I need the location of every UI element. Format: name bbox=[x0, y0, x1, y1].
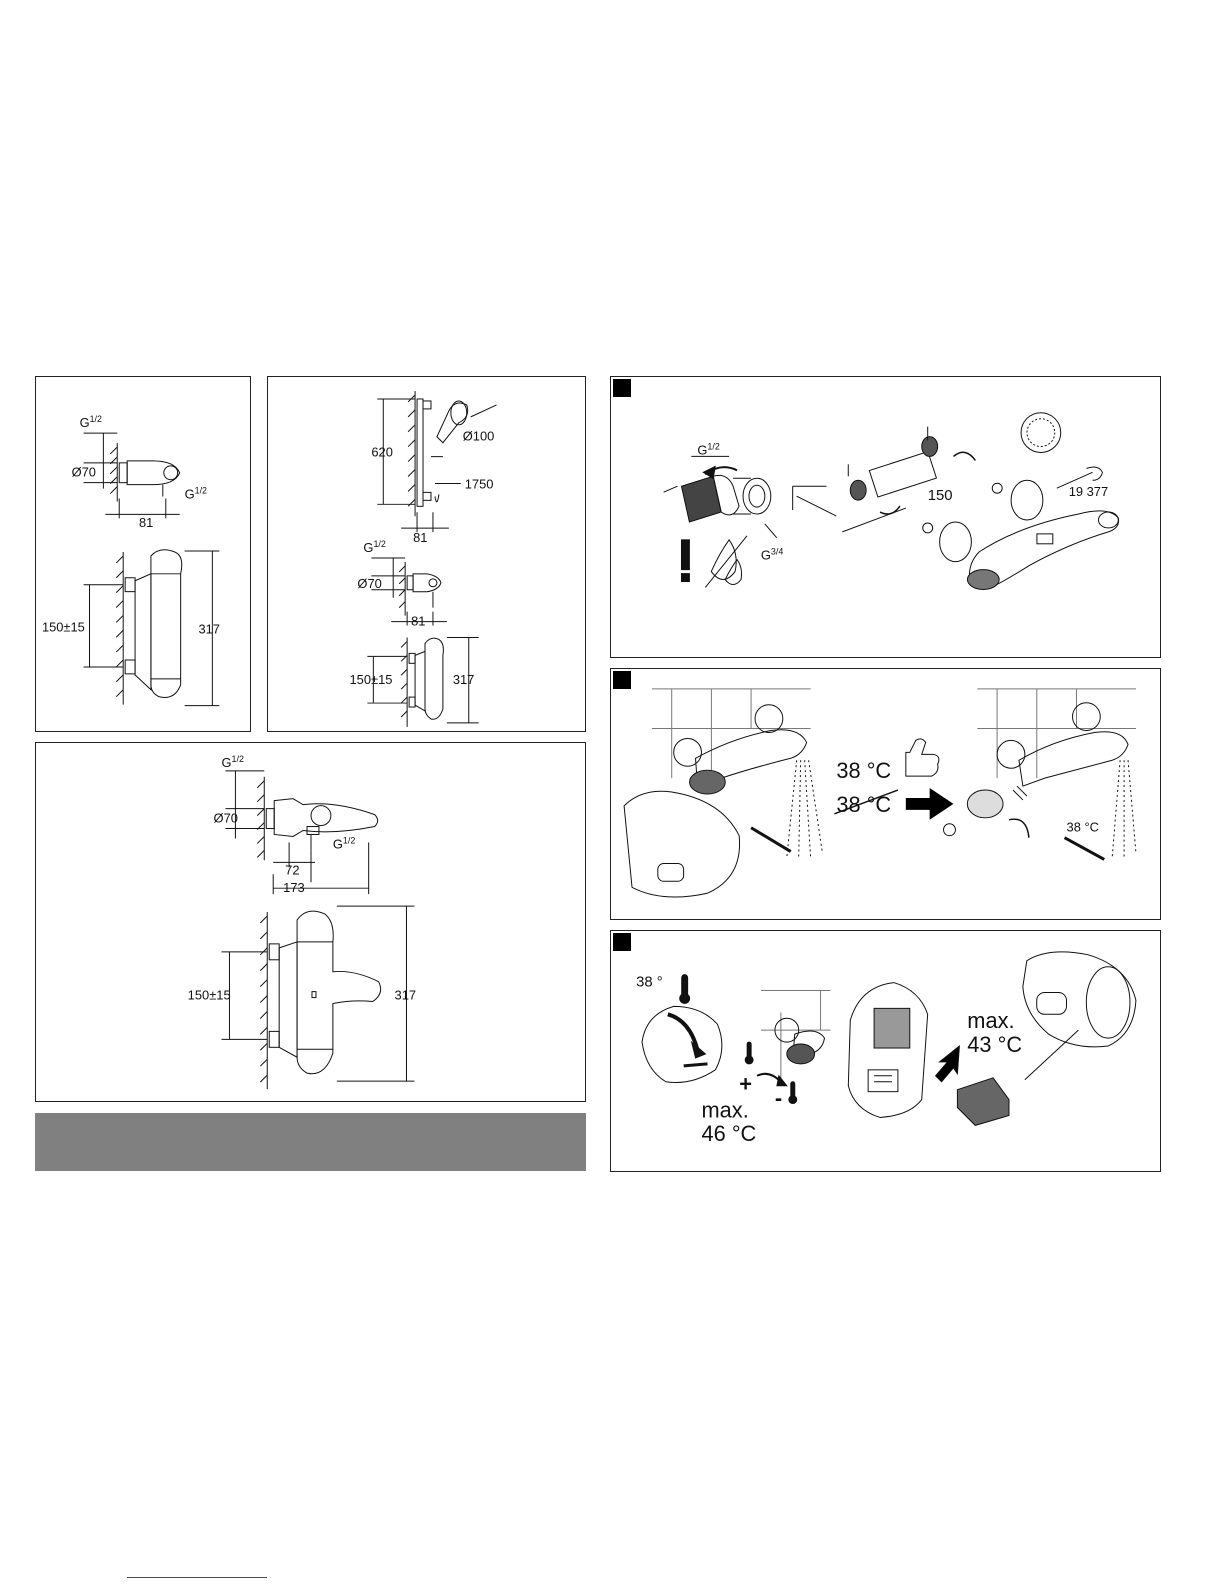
label-height-317: 317 bbox=[453, 672, 475, 687]
arrow-insert-icon bbox=[936, 1046, 960, 1082]
label-temp-38: 38 ° bbox=[636, 975, 663, 991]
installation-illustration: G1/2 G3/4 150 19 377 bbox=[611, 377, 1160, 657]
label-max-43-line1: max. bbox=[967, 1008, 1014, 1033]
label-height-317: 317 bbox=[198, 621, 219, 636]
panel-step-installation: G1/2 G3/4 150 19 377 bbox=[610, 376, 1161, 658]
label-72: 72 bbox=[285, 862, 299, 877]
label-g-half: G1/2 bbox=[697, 441, 719, 457]
label-hose-length: 1750 bbox=[465, 476, 494, 491]
label-spacing: 150±15 bbox=[349, 672, 392, 687]
label-width-81-top: 81 bbox=[413, 530, 427, 545]
label-max-46-line1: max. bbox=[702, 1097, 749, 1122]
label-rail-height: 620 bbox=[371, 445, 393, 460]
language-bar bbox=[35, 1113, 586, 1171]
label-g-top: G1/2 bbox=[221, 754, 244, 770]
label-g-top: G1/2 bbox=[80, 414, 102, 430]
label-g-spout: G1/2 bbox=[333, 835, 356, 851]
label-g-half: G1/2 bbox=[363, 539, 386, 555]
arrow-right-icon bbox=[906, 788, 954, 820]
label-diameter: Ø70 bbox=[72, 465, 96, 480]
panel-step-calibration: 38 °C 38 °C 38 °C bbox=[610, 668, 1161, 920]
label-g-three-quarter: G3/4 bbox=[761, 547, 783, 563]
bath-thermostat-dimension-drawing: G1/2 Ø70 G1/2 72 173 150±15 317 bbox=[36, 743, 585, 1101]
label-temp-small: 38 °C bbox=[1067, 820, 1099, 835]
label-diameter: Ø70 bbox=[357, 576, 381, 591]
calibration-illustration: 38 °C 38 °C 38 °C bbox=[611, 669, 1160, 919]
label-tool-number: 19 377 bbox=[1069, 484, 1108, 499]
shower-set-dimension-drawing: 620 Ø100 1750 81 G1/2 Ø70 81 150±15 317 bbox=[268, 377, 585, 731]
panel-dimensions-shower-set: 620 Ø100 1750 81 G1/2 Ø70 81 150±15 317 bbox=[267, 376, 586, 732]
temperature-limit-illustration: 38 ° max. 46 °C + - max. 43 °C bbox=[611, 931, 1160, 1171]
label-width-81: 81 bbox=[139, 515, 153, 530]
label-minus: - bbox=[775, 1086, 782, 1111]
panel-dimensions-bath-thermostat: G1/2 Ø70 G1/2 72 173 150±15 317 bbox=[35, 742, 586, 1102]
panel-step-temperature-limit: 38 ° max. 46 °C + - max. 43 °C bbox=[610, 930, 1161, 1172]
label-temp-correct: 38 °C bbox=[836, 758, 891, 783]
panel-dimensions-thermostat: G1/2 Ø70 G1/2 81 150±15 317 bbox=[35, 376, 251, 732]
label-width-81-bottom: 81 bbox=[411, 614, 425, 629]
label-distance-150: 150 bbox=[928, 488, 953, 504]
label-max-46-line2: 46 °C bbox=[702, 1121, 757, 1146]
thermostat-dimension-drawing: G1/2 Ø70 G1/2 81 150±15 317 bbox=[36, 377, 250, 731]
label-head-diameter: Ø100 bbox=[463, 429, 495, 444]
label-plus: + bbox=[739, 1072, 752, 1097]
label-spacing: 150±15 bbox=[188, 988, 231, 1003]
label-max-43-line2: 43 °C bbox=[967, 1032, 1022, 1057]
label-height-317: 317 bbox=[395, 988, 417, 1003]
label-173: 173 bbox=[283, 880, 305, 895]
footer-link-underline[interactable] bbox=[127, 1577, 267, 1578]
label-diameter: Ø70 bbox=[214, 811, 238, 826]
label-g-bottom: G1/2 bbox=[185, 486, 207, 502]
label-spacing: 150±15 bbox=[42, 619, 85, 634]
